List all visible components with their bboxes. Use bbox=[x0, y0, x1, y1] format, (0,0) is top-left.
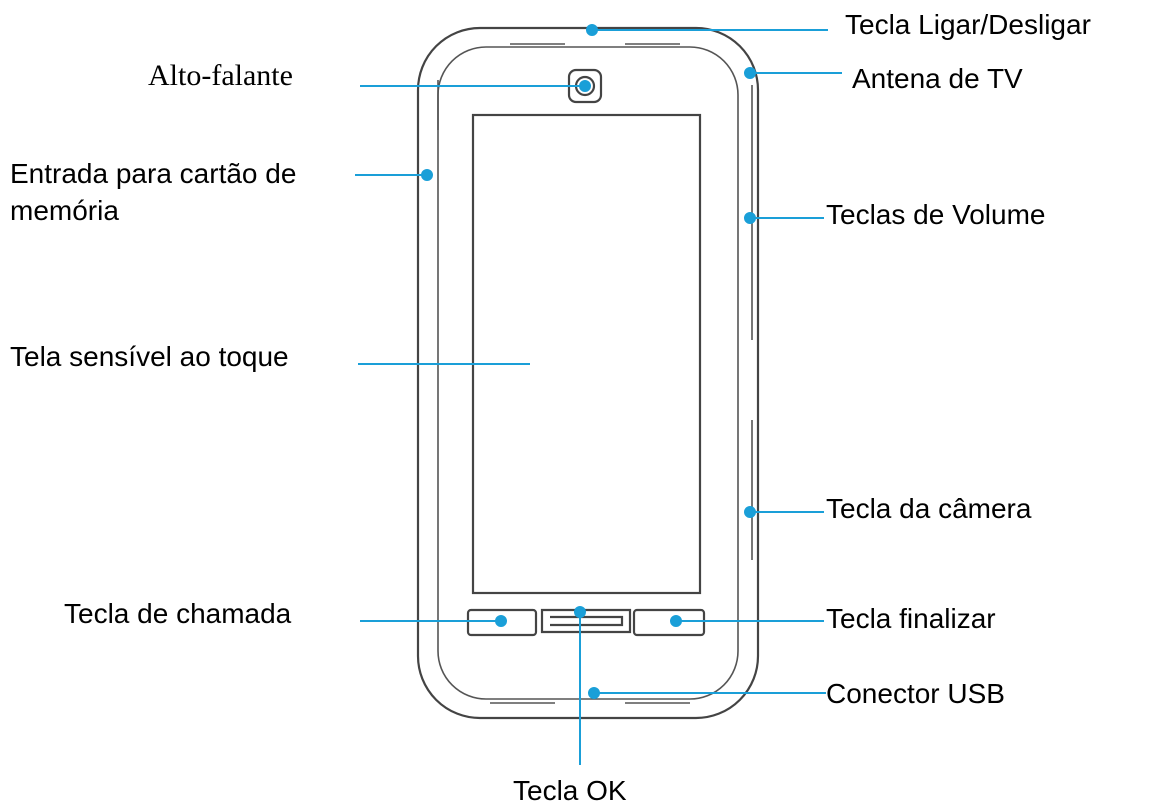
label-power-key: Tecla Ligar/Desligar bbox=[845, 9, 1091, 40]
label-touch-screen: Tela sensível ao toque bbox=[10, 341, 289, 372]
phone-illustration bbox=[416, 26, 760, 720]
dot-memory-card bbox=[421, 169, 433, 181]
labels: Tecla Ligar/Desligar Alto-falante Antena… bbox=[10, 9, 1091, 806]
dot-tv-antenna bbox=[744, 67, 756, 79]
phone-inner-bezel bbox=[437, 46, 739, 700]
label-memory-card-line2: memória bbox=[10, 195, 119, 226]
leader-lines bbox=[355, 24, 842, 765]
dot-ok-key bbox=[574, 606, 586, 618]
dot-camera-key bbox=[744, 506, 756, 518]
label-volume-keys: Teclas de Volume bbox=[826, 199, 1045, 230]
dot-volume-keys bbox=[744, 212, 756, 224]
ok-key-shape bbox=[540, 608, 632, 634]
label-ok-key: Tecla OK bbox=[513, 775, 627, 806]
label-usb-connector: Conector USB bbox=[826, 678, 1005, 709]
label-call-key: Tecla de chamada bbox=[64, 598, 292, 629]
label-tv-antenna: Antena de TV bbox=[852, 63, 1023, 94]
label-speaker: Alto-falante bbox=[148, 59, 293, 92]
label-memory-card-line1: Entrada para cartão de bbox=[10, 158, 296, 189]
end-key-shape bbox=[632, 608, 706, 637]
dot-speaker bbox=[579, 80, 591, 92]
dot-call-key bbox=[495, 615, 507, 627]
touch-screen-area bbox=[471, 113, 702, 595]
dot-power-key bbox=[586, 24, 598, 36]
dot-end-key bbox=[670, 615, 682, 627]
label-end-key: Tecla finalizar bbox=[826, 603, 996, 634]
dot-usb-connector bbox=[588, 687, 600, 699]
call-key-shape bbox=[466, 608, 538, 637]
label-camera-key: Tecla da câmera bbox=[826, 493, 1032, 524]
